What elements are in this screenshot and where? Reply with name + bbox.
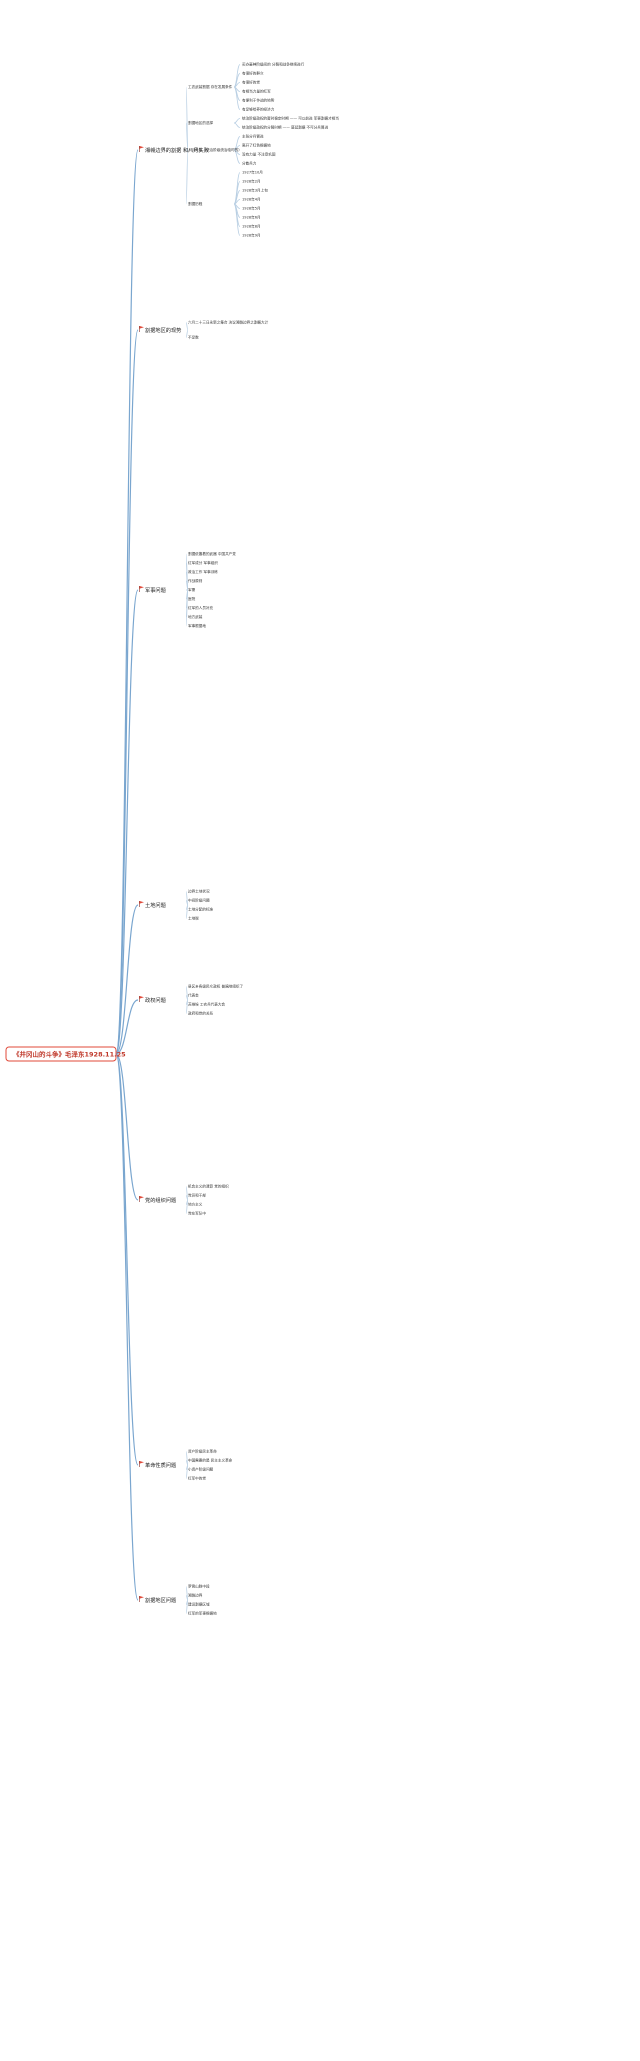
connector	[233, 86, 241, 110]
branch-1-child-1[interactable]: 不足数	[188, 335, 199, 340]
branch-0-child-2[interactable]: 八月失败（统治阶级统治临时的）	[188, 147, 242, 152]
connector	[185, 589, 189, 627]
branch-0-child-1-leaf-1[interactable]: 统治阶级政权的分裂时期 —— 蔓延割据 不可分兵冒进	[242, 125, 328, 130]
connector	[233, 203, 241, 236]
branch-0-child-0-leaf-2[interactable]: 有很好的党	[242, 80, 260, 85]
connector	[233, 64, 241, 88]
branch-3-child-1[interactable]: 中间阶级问题	[188, 898, 210, 903]
red-flag-icon	[139, 146, 144, 152]
connector	[115, 999, 139, 1055]
branch-0-child-3-leaf-2[interactable]: 1928年3月上旬	[242, 188, 268, 193]
branch-0-child-3-leaf-1[interactable]: 1928年2月	[242, 179, 261, 184]
connector	[185, 1464, 189, 1479]
branch-6-child-0[interactable]: 资产阶级民主革命	[188, 1449, 217, 1454]
branch-label-0[interactable]: 湘赣边界的割据 和八月失败	[145, 146, 209, 154]
root-title: 《井冈山的斗争》毛泽东1928.11.25	[13, 1050, 126, 1059]
branch-4-child-1[interactable]: 代表会	[188, 993, 199, 998]
branch-4-child-2[interactable]: 苏维埃 工农兵代表大会	[188, 1002, 225, 1007]
branch-5-child-2[interactable]: 地方主义	[188, 1202, 203, 1207]
branch-label-6[interactable]: 革命性质问题	[145, 1461, 176, 1469]
connector	[115, 149, 139, 1055]
branch-0-child-3-leaf-5[interactable]: 1928年6月	[242, 215, 261, 220]
branch-0-child-2-leaf-0[interactable]: 主张分兵冒进	[242, 134, 264, 139]
branch-7-child-3[interactable]: 红军的军事根据地	[188, 1611, 217, 1616]
branch-4-child-3[interactable]: 政府和党的关系	[188, 1011, 214, 1016]
branch-2-child-5[interactable]: 医院	[188, 596, 196, 601]
branch-label-7[interactable]: 割据地区问题	[145, 1596, 176, 1604]
branch-2-child-3[interactable]: 作战原则	[188, 578, 203, 583]
branch-0-child-0-leaf-5[interactable]: 有足够给养的经济力	[242, 107, 275, 112]
branch-0-child-3-leaf-0[interactable]: 1927年10月	[242, 170, 263, 175]
branch-label-2[interactable]: 军事问题	[145, 586, 166, 594]
branch-label-4[interactable]: 政权问题	[145, 996, 166, 1004]
red-flag-icon	[139, 586, 144, 592]
connector	[115, 329, 139, 1055]
branch-0-child-0-leaf-0[interactable]: 买办豪绅阶级间的 分裂和战争继续进行	[242, 62, 305, 67]
red-flag-icon	[139, 996, 144, 1002]
branch-2-child-4[interactable]: 军需	[188, 587, 196, 592]
branch-0-child-0-leaf-4[interactable]: 有便利于作战的地势	[242, 98, 275, 103]
branch-0-child-0-leaf-1[interactable]: 有很好的群众	[242, 71, 264, 76]
branch-0-child-1[interactable]: 割据地区的选择	[188, 120, 214, 125]
branch-5-child-3[interactable]: 党在军队中	[188, 1211, 206, 1216]
branch-3-child-3[interactable]: 土地税	[188, 916, 199, 921]
branch-label-3[interactable]: 土地问题	[145, 901, 166, 909]
connector	[185, 122, 189, 151]
branch-5-child-1[interactable]: 党员和干部	[188, 1193, 206, 1198]
branch-0-child-2-leaf-2[interactable]: 没有力量 不注意巩固	[242, 152, 276, 157]
connector	[185, 999, 189, 1014]
branch-4-child-0[interactable]: 县区乡各级民众政权 普遍地组织了	[188, 984, 243, 989]
red-flag-icon	[139, 326, 144, 332]
connector	[185, 329, 189, 338]
branch-0-child-2-leaf-1[interactable]: 离开了红色根据地	[242, 143, 271, 148]
branch-6-child-3[interactable]: 红军中的党	[188, 1476, 206, 1481]
red-flag-icon	[139, 1196, 144, 1202]
connector	[233, 149, 241, 164]
branch-0-child-2-leaf-3[interactable]: 分散兵力	[242, 161, 257, 166]
connector	[115, 1053, 139, 1466]
branch-5-child-0[interactable]: 机会主义的清算 党的组织	[188, 1184, 229, 1189]
branch-label-5[interactable]: 党的组织问题	[145, 1196, 176, 1204]
branch-0-child-3-leaf-3[interactable]: 1928年4月	[242, 197, 261, 202]
branch-0-child-3-leaf-6[interactable]: 1928年8月	[242, 224, 261, 229]
branch-3-child-0[interactable]: 边界土地状况	[188, 889, 210, 894]
branch-2-child-8[interactable]: 军事根据地	[188, 623, 206, 628]
branch-0-child-1-leaf-0[interactable]: 统治阶级政权的暂时稳定时期 —— 可以前进 军事割据才相当	[242, 116, 339, 121]
branch-0-child-0-leaf-3[interactable]: 有相当力量的红军	[242, 89, 271, 94]
branch-7-child-1[interactable]: 湘赣边界	[188, 1593, 203, 1598]
connector	[115, 589, 139, 1055]
branch-2-child-0[interactable]: 割据依靠着的武器 中国共产党	[188, 551, 236, 556]
branch-0-child-3-leaf-7[interactable]: 1928年9月	[242, 233, 261, 238]
branch-2-child-1[interactable]: 红军成分 军事组织	[188, 560, 218, 565]
branch-0-child-3[interactable]: 割据历程	[188, 201, 203, 206]
branch-6-child-2[interactable]: 小资产阶级问题	[188, 1467, 214, 1472]
branch-1-child-0[interactable]: 六月二十三日永新之集合 决议湘赣边界之割据大计	[188, 320, 269, 325]
red-flag-icon	[139, 1596, 144, 1602]
branch-2-child-7[interactable]: 地方武装	[188, 614, 203, 619]
branch-3-child-2[interactable]: 土地分配的标准	[188, 907, 214, 912]
connector	[185, 904, 189, 919]
branch-7-child-2[interactable]: 建设割据区域	[188, 1602, 210, 1607]
connector	[115, 1053, 139, 1601]
connector	[115, 904, 139, 1055]
connector	[233, 118, 241, 124]
branch-2-child-2[interactable]: 政治工作 军事训练	[188, 569, 218, 574]
branch-0-child-0[interactable]: 工农武装割据 存在发展条件	[188, 84, 233, 89]
branch-label-1[interactable]: 割据地区的现势	[145, 326, 181, 334]
connector	[185, 1599, 189, 1614]
connector	[185, 1199, 189, 1214]
connector	[185, 149, 189, 205]
connector	[233, 122, 241, 128]
branch-6-child-1[interactable]: 中国需要的是 民主主义革命	[188, 1458, 233, 1463]
branch-7-child-0[interactable]: 罗霄山脉中段	[188, 1584, 210, 1589]
connector	[115, 1053, 139, 1201]
branch-2-child-6[interactable]: 红军的人员补充	[188, 605, 214, 610]
red-flag-icon	[139, 1461, 144, 1467]
root-node[interactable]: 《井冈山的斗争》毛泽东1928.11.25	[5, 1046, 126, 1062]
branch-0-child-3-leaf-4[interactable]: 1928年5月	[242, 206, 261, 211]
red-flag-icon	[139, 901, 144, 907]
